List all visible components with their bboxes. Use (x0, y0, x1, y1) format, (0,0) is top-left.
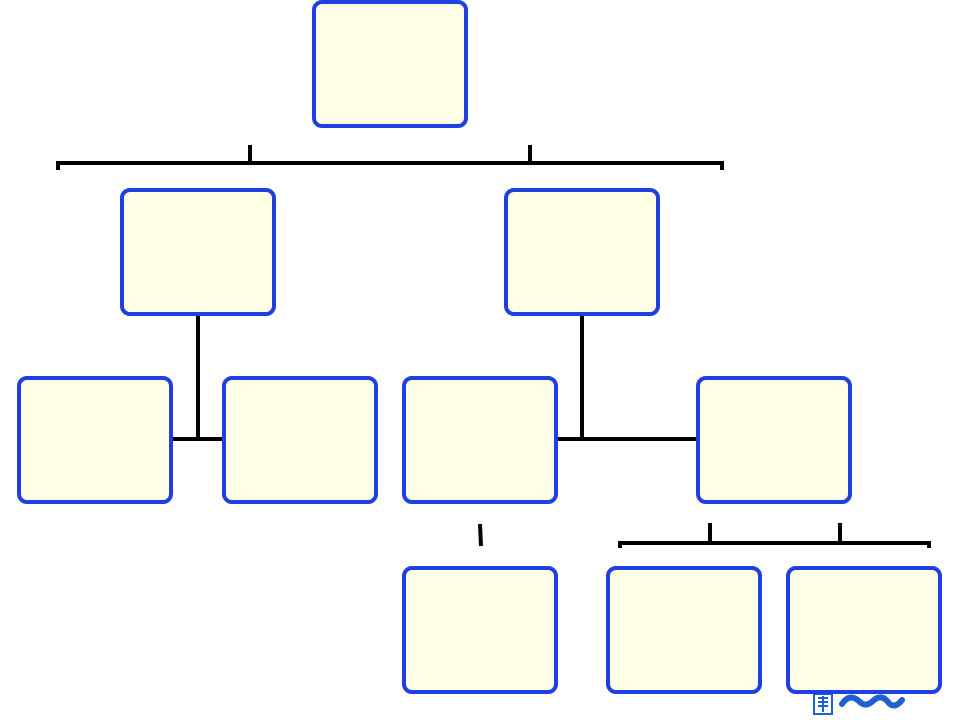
node-left-branch (120, 188, 276, 316)
node-right-child-2 (696, 376, 852, 504)
publisher-logo-icon (813, 693, 905, 715)
right-child-1-tick (478, 523, 483, 547)
node-right-child-1-sub (402, 566, 558, 694)
node-right-child-1 (402, 376, 558, 504)
node-root (312, 0, 468, 128)
node-left-child-2 (222, 376, 378, 504)
node-left-child-1 (17, 376, 173, 504)
node-right-child-2-sub-2 (786, 566, 942, 694)
node-right-child-2-sub-1 (606, 566, 762, 694)
node-right-branch (504, 188, 660, 316)
